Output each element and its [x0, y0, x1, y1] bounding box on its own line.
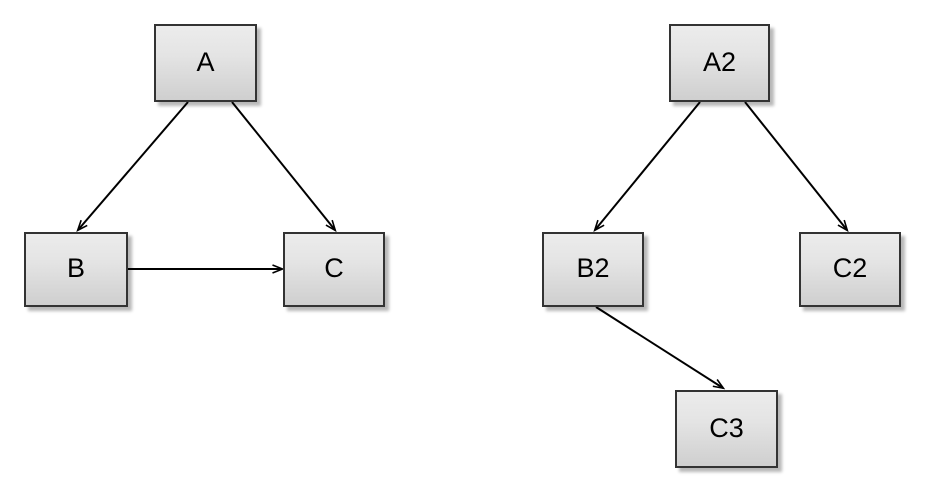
- node-b2-label: B2: [576, 253, 610, 283]
- node-b[interactable]: B: [24, 232, 128, 307]
- node-c3-label: C3: [709, 412, 744, 443]
- node-c2[interactable]: C2: [799, 232, 901, 307]
- node-a[interactable]: A: [154, 24, 257, 102]
- node-c[interactable]: C: [283, 232, 385, 307]
- node-a-label: A: [196, 46, 215, 77]
- node-b2[interactable]: B2: [542, 232, 644, 307]
- edge-a-b: [76, 101, 189, 233]
- node-c-label: C: [324, 253, 344, 283]
- edge-a2-c2: [744, 101, 849, 233]
- edge-a-c: [231, 101, 337, 233]
- edge-b2-c3: [595, 306, 726, 390]
- node-c2-label: C2: [832, 253, 868, 283]
- edges-group: [76, 101, 849, 390]
- node-a2-label: A2: [702, 46, 737, 77]
- edge-a2-b2: [593, 101, 701, 233]
- node-b-label: B: [66, 253, 85, 283]
- node-a2[interactable]: A2: [669, 24, 770, 102]
- node-c3[interactable]: C3: [675, 390, 778, 468]
